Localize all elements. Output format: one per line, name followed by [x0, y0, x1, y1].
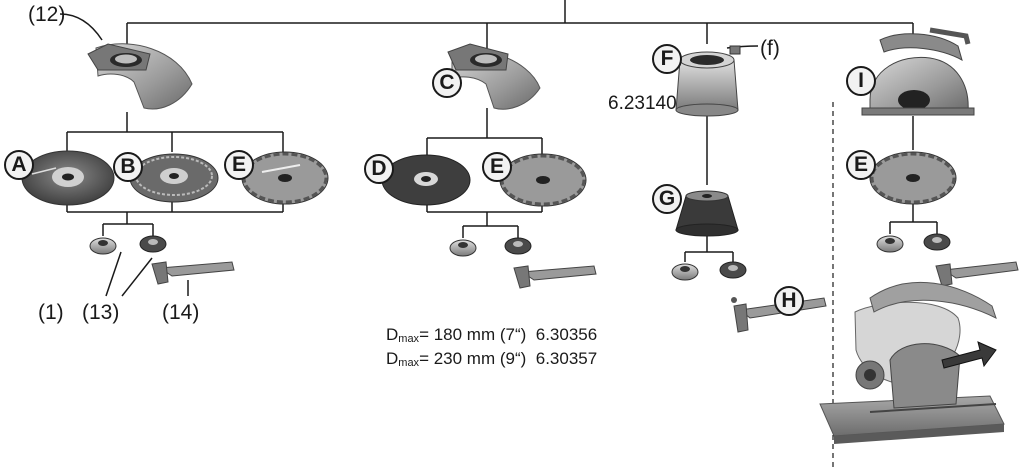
nut-13-illustration — [139, 235, 167, 253]
dmax-row-180: Dmax= 180 mm (7“) 6.30356 — [386, 326, 597, 345]
dmax-symbol: D — [386, 325, 399, 344]
cup-guard-f-illustration — [675, 45, 741, 117]
badge-b: B — [113, 152, 143, 182]
badge-h: H — [774, 286, 804, 316]
badge-g: G — [652, 184, 682, 214]
dmax-symbol: D — [386, 349, 399, 368]
nut-illustration — [719, 261, 747, 279]
nut-illustration — [923, 233, 951, 251]
flange-1-illustration — [89, 237, 117, 255]
spanner-14-illustration — [151, 261, 235, 285]
flange-illustration — [671, 263, 699, 281]
dmax-size: = 230 mm (9“) — [419, 349, 527, 368]
nut-illustration — [504, 237, 532, 255]
disc-b-illustration — [129, 153, 219, 203]
callout-14: (14) — [162, 301, 200, 324]
disc-e-illustration — [499, 153, 587, 207]
spanner-illustration — [935, 261, 1019, 287]
badge-d: D — [364, 154, 394, 184]
cutting-guard-i-illustration — [861, 27, 975, 116]
disc-e-illustration — [241, 151, 329, 205]
callout-f: (f) — [760, 37, 780, 60]
flange-illustration — [449, 239, 477, 257]
callout-12: (12) — [28, 3, 66, 26]
dmax-size: = 180 mm (7“) — [419, 325, 527, 344]
disc-a-illustration — [21, 150, 115, 206]
cutting-application-photo — [819, 281, 1005, 444]
badge-e: E — [846, 150, 876, 180]
guard-12-illustration — [87, 43, 193, 110]
guard-c-illustration — [447, 43, 541, 110]
callout-13: (13) — [82, 301, 120, 324]
spanner-illustration — [513, 265, 597, 289]
badge-i: I — [846, 66, 876, 96]
dmax-part-number: 6.30356 — [535, 325, 598, 344]
callout-1: (1) — [38, 301, 64, 324]
cup-wheel-g-illustration — [675, 190, 739, 237]
badge-c: C — [432, 68, 462, 98]
disc-d-illustration — [381, 154, 471, 206]
dmax-part-number: 6.30357 — [535, 349, 598, 368]
badge-e: E — [224, 150, 254, 180]
badge-f: F — [652, 44, 682, 74]
dmax-subscript: max — [398, 333, 420, 345]
flange-illustration — [876, 235, 904, 253]
badge-a: A — [4, 150, 34, 180]
disc-e-illustration — [869, 151, 957, 205]
dmax-subscript: max — [398, 357, 420, 369]
part-number-f: 6.23140 — [608, 93, 677, 114]
dmax-row-230: Dmax= 230 mm (9“) 6.30357 — [386, 350, 597, 369]
badge-e: E — [482, 152, 512, 182]
connector-lines — [59, 0, 938, 297]
